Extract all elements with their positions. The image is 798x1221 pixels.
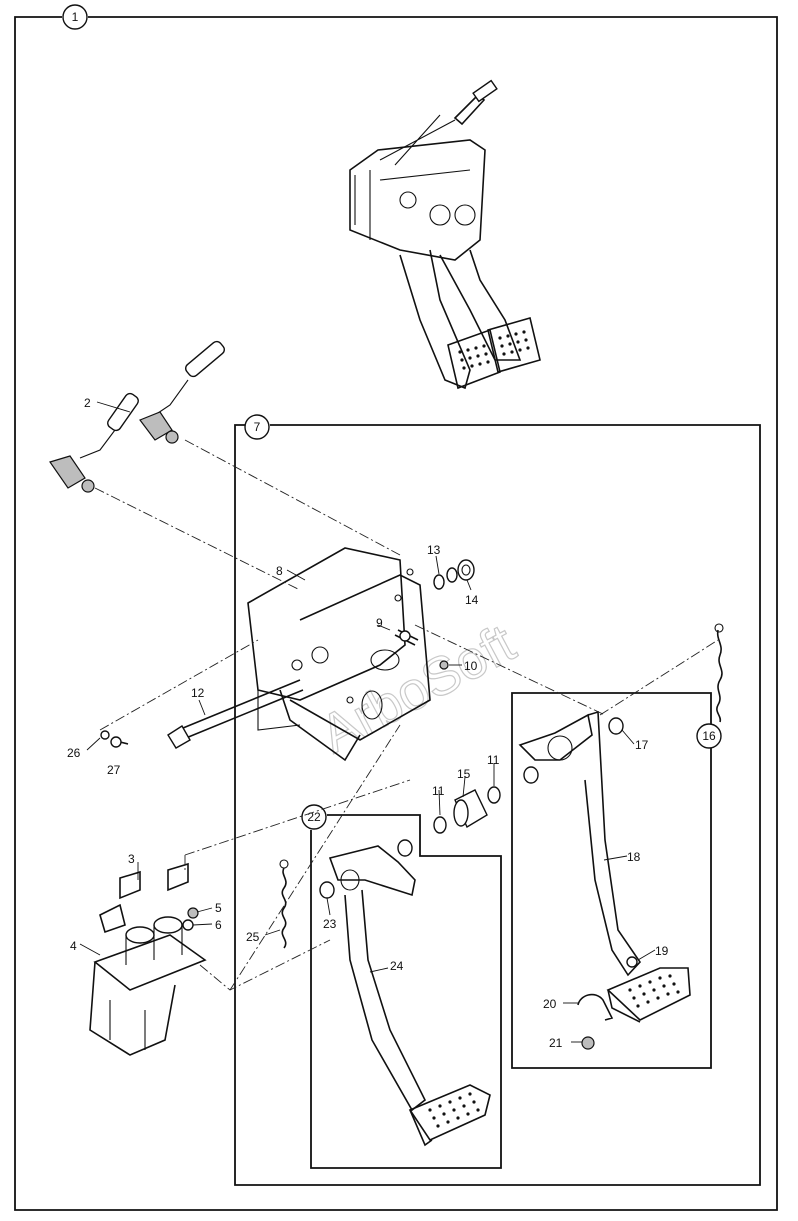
label-21: 21: [549, 1036, 563, 1050]
label-3: 3: [128, 852, 135, 866]
callout-circle-16: 16: [696, 723, 722, 749]
washer-11-b: [487, 786, 501, 804]
sensor-2-lower: [49, 392, 139, 493]
label-26: 26: [67, 746, 81, 760]
pin-9: [394, 629, 419, 646]
label-11b: 11: [487, 753, 500, 767]
callout-circle-22: 22: [301, 804, 327, 830]
label-17: 17: [635, 738, 649, 752]
bushing-right: [523, 766, 539, 784]
label-14: 14: [465, 593, 479, 607]
svg-text:1: 1: [72, 10, 79, 24]
label-25: 25: [246, 930, 260, 944]
sensor-2-upper: [139, 340, 226, 444]
bolt-27: [110, 736, 129, 748]
callout-circle-7: 7: [244, 414, 270, 440]
label-18: 18: [627, 850, 641, 864]
pedal-arm-24: [328, 845, 491, 1147]
label-5: 5: [215, 901, 222, 915]
assembled-pedal-unit: [349, 79, 541, 390]
nut-5: [187, 907, 199, 919]
label-9: 9: [376, 616, 383, 630]
alignment-lines: [94, 439, 719, 991]
pin-19: [626, 956, 638, 968]
label-10: 10: [464, 659, 478, 673]
assembly-frame-1: [14, 16, 778, 1211]
label-19: 19: [655, 944, 669, 958]
svg-text:22: 22: [307, 810, 321, 824]
return-spring-25: [279, 859, 289, 949]
part-labels: 2 3 4 5 6 8 9 10 11 11 12 13 14 15 17 18…: [67, 396, 669, 1050]
label-12: 12: [191, 686, 205, 700]
bolt-12: [167, 679, 304, 749]
label-6: 6: [215, 918, 222, 932]
washer-13: [433, 567, 458, 590]
watermark: ArboSoft: [311, 613, 525, 765]
leader-lines: [79, 401, 656, 1043]
clip-20: [577, 993, 614, 1021]
nut-14: [457, 559, 475, 581]
washer-26: [100, 730, 110, 740]
bushing-22-top: [397, 839, 413, 857]
assembly-frame-7: [234, 424, 761, 1186]
label-23: 23: [323, 917, 337, 931]
pedal-bracket-8: [247, 547, 431, 762]
label-20: 20: [543, 997, 557, 1011]
washer-11-a: [433, 816, 447, 834]
label-4: 4: [70, 939, 77, 953]
label-27: 27: [107, 763, 121, 777]
washer-6: [182, 919, 194, 931]
label-15: 15: [457, 767, 471, 781]
svg-text:16: 16: [702, 729, 716, 743]
pedal-arm-18: [518, 710, 691, 1023]
label-13: 13: [427, 543, 441, 557]
return-spring-upper: [714, 623, 724, 723]
bushing-23: [319, 881, 335, 899]
nut-21: [581, 1036, 595, 1050]
sleeve-15: [453, 789, 488, 829]
nut-10: [439, 660, 449, 670]
callout-circle-1: 1: [62, 4, 88, 30]
valve-block-4: [89, 862, 207, 1056]
bushing-17: [608, 717, 624, 735]
label-24: 24: [390, 959, 404, 973]
assembly-frame-22: [310, 814, 502, 1169]
assembly-frame-16: [511, 692, 712, 1069]
label-11a: 11: [432, 784, 445, 798]
label-2: 2: [84, 396, 91, 410]
label-8: 8: [276, 564, 283, 578]
svg-text:7: 7: [254, 420, 261, 434]
